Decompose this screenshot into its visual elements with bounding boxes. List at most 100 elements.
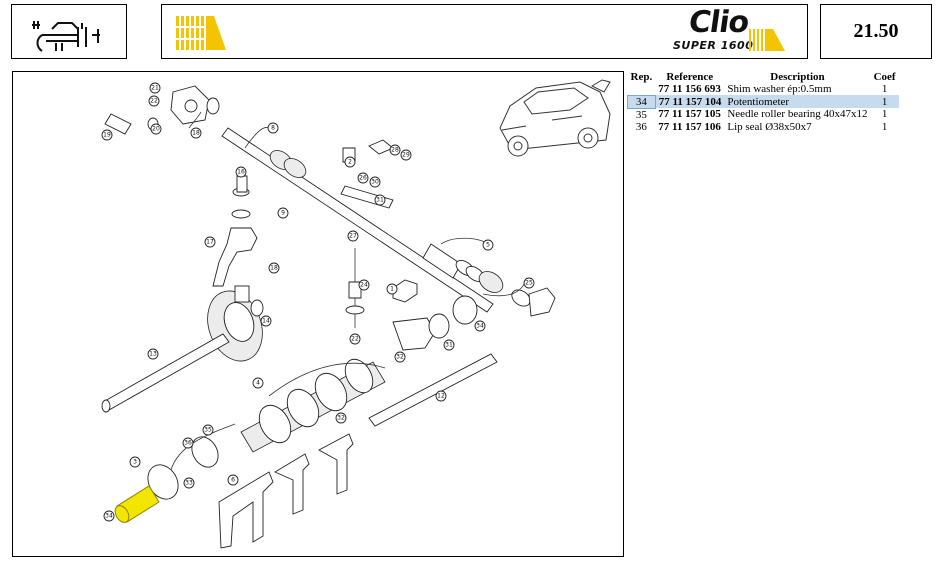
callout-36[interactable]: 36 [182,437,194,449]
synchro-ring [314,372,348,412]
bearing-part [191,436,219,468]
synchro-ring [258,404,292,444]
callout-12[interactable]: 12 [435,390,447,402]
seal-part [428,313,450,339]
callout-label: 12 [437,393,445,400]
callout-label: 22 [150,98,158,105]
stripes-logo-icon [176,16,226,50]
oring-part [206,97,220,115]
gear-hub [223,302,255,342]
callout-label: 18 [270,265,278,272]
callout-label: 29 [402,152,410,159]
synchro-ring [344,358,374,394]
callout-33[interactable]: 34 [474,320,486,332]
callout-label: 18 [192,130,200,137]
seal-part [511,289,531,307]
callout-4[interactable]: 4 [252,377,264,389]
callout-label: 33 [185,480,193,487]
table-row-selected[interactable]: 34 77 11 157 104 Potentiometer 1 [627,94,899,109]
col-header-description: Description [770,71,825,83]
shift-fork [318,433,354,495]
callout-5[interactable]: 5 [482,239,494,251]
callout-20[interactable]: 20 [150,123,162,135]
col-header-rep: Rep. [630,71,653,83]
callout-label: 14 [262,318,270,325]
potentiometer-end[interactable] [112,503,131,525]
callout-label: 2 [348,159,352,166]
callout-label: 19 [103,132,111,139]
callout-32[interactable]: 33 [183,477,195,489]
callout-25[interactable]: 26 [357,172,369,184]
callout-18[interactable]: 18 [190,127,202,139]
callout-17[interactable]: 17 [204,236,216,248]
callout-28[interactable]: 29 [400,149,412,161]
callout-30[interactable]: 31 [374,194,386,206]
callout-24[interactable]: 25 [523,277,535,289]
callout-label: 4 [256,380,260,387]
section-icon-box [11,4,127,59]
callout-2[interactable]: 2 [344,156,356,168]
header-banner: Clio SUPER 1600 [161,4,808,59]
callout-31b[interactable]: 32 [335,412,347,424]
callout-23[interactable]: 24 [358,279,370,291]
table-row[interactable]: 77 11 156 693 Shim washer ép:0.5mm 1 [628,83,899,95]
callout-34[interactable]: 34 [103,510,115,522]
callout-21[interactable]: 21 [149,82,161,94]
callout-label: 35 [204,427,212,434]
callout-9[interactable]: 9 [277,207,289,219]
cell-reference: 77 11 156 693 [658,83,721,95]
rod-part [368,353,498,427]
ring-part [452,295,478,325]
callout-3[interactable]: 3 [129,456,141,468]
table-header-row: Rep. Reference Description Coef [628,71,899,83]
cell-rep: 34 [627,94,656,109]
callout-label: 13 [149,351,157,358]
callout-7[interactable]: 8 [267,122,279,134]
fork-carrier [340,185,394,209]
layshaft [102,333,230,411]
cell-reference: 77 11 157 106 [658,120,721,133]
callout-label: 31 [376,197,384,204]
page-number: 21.50 [853,20,899,42]
callout-19[interactable]: 19 [101,129,113,141]
callout-label: 26 [359,175,367,182]
callout-14[interactable]: 14 [260,315,272,327]
link-part [368,139,394,155]
callout-label: 22 [351,336,359,343]
callout-label: 27 [349,233,357,240]
pin-washer [345,305,365,315]
callout-label: 25 [525,280,533,287]
callout-30b[interactable]: 31 [443,339,455,351]
table-row[interactable]: 35 77 11 157 105 Needle roller bearing 4… [628,108,899,121]
housing-bore [184,99,198,113]
callout-6[interactable]: 6 [227,474,239,486]
shift-fork [274,453,310,515]
callout-16[interactable]: 16 [235,166,247,178]
callout-27[interactable]: 28 [389,144,401,156]
callout-22[interactable]: 22 [148,95,160,107]
callout-22b[interactable]: 22 [349,333,361,345]
cell-description: Shim washer ép:0.5mm [727,83,832,95]
callout-1[interactable]: 1 [386,283,398,295]
cell-coef: 1 [881,108,888,121]
pin-body [348,281,362,299]
callout-35[interactable]: 35 [202,424,214,436]
clio-logo: Clio SUPER 1600 [657,5,797,53]
bushing-part [234,285,250,303]
col-header-coef: Coef [873,71,896,83]
callout-label: 24 [360,282,368,289]
table-row[interactable]: 36 77 11 157 106 Lip seal Ø38x50x7 1 [628,121,899,133]
callout-label: 1 [390,286,394,293]
callout-13[interactable]: 13 [147,348,159,360]
sleeve-part [422,243,462,279]
callout-label: 6 [231,477,235,484]
col-header-reference: Reference [666,71,714,83]
callout-label: 3 [133,459,137,466]
callout-29[interactable]: 30 [369,176,381,188]
callout-26[interactable]: 27 [347,230,359,242]
callout-31[interactable]: 32 [394,351,406,363]
callout-18b[interactable]: 18 [268,262,280,274]
needle-bearing-part [478,271,504,293]
logo-sub-text: SUPER 1600 [673,39,754,52]
callout-label: 32 [396,354,404,361]
